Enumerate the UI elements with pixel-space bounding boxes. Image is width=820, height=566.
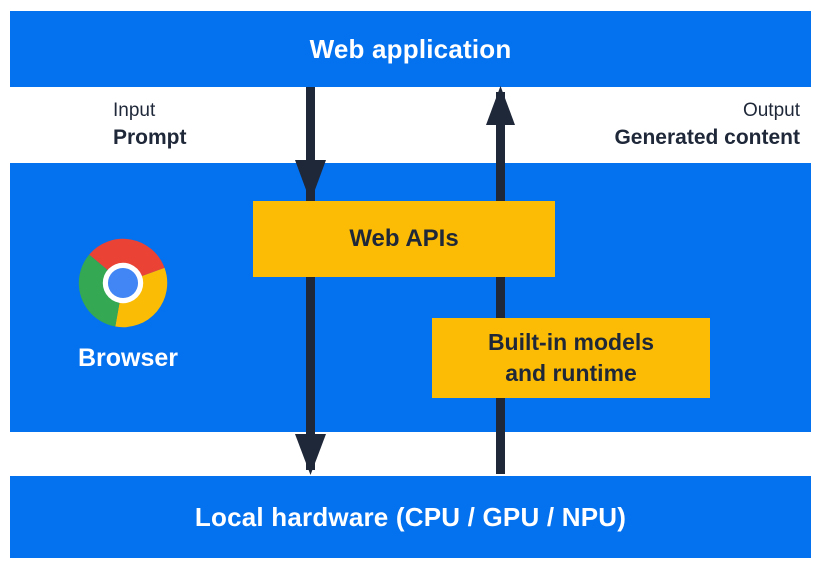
local-hardware-bar: Local hardware (CPU / GPU / NPU) (10, 476, 811, 558)
local-hardware-label: Local hardware (CPU / GPU / NPU) (194, 501, 627, 532)
browser-label: Browser (77, 344, 179, 372)
web-application-label: Web application (309, 33, 512, 64)
web-apis-box: Web APIs (253, 201, 555, 277)
web-application-bar: Web application (10, 11, 811, 87)
chrome-logo-icon (78, 238, 168, 328)
web-apis-label: Web APIs (349, 225, 459, 252)
output-title: Output (742, 100, 800, 121)
generated-content-label: Generated content (614, 126, 800, 149)
input-label-block: Input Prompt (113, 98, 187, 152)
builtin-models-line1: Built-in models (487, 329, 655, 355)
builtin-models-line2: and runtime (505, 360, 637, 386)
prompt-label: Prompt (113, 126, 187, 149)
builtin-models-box: Built-in models and runtime (432, 318, 710, 398)
input-title: Input (113, 100, 156, 121)
output-label-block: Output Generated content (614, 98, 800, 152)
